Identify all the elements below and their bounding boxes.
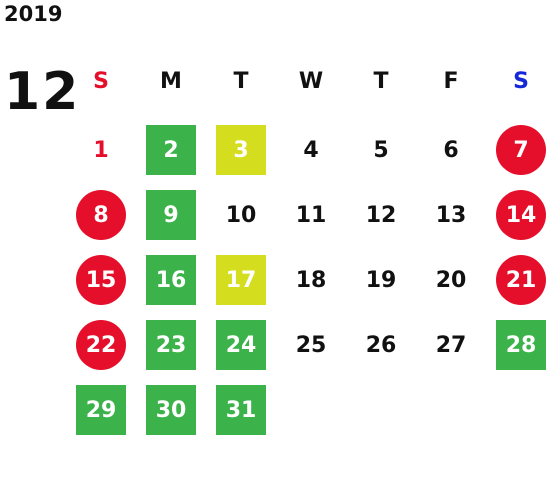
day-cell[interactable]: 4 (303, 137, 319, 163)
day-cell[interactable]: 22 (76, 320, 126, 370)
day-cell[interactable]: 9 (146, 190, 196, 240)
day-cell[interactable]: 27 (435, 332, 467, 358)
day-cell[interactable]: 18 (295, 267, 327, 293)
day-cell[interactable]: 1 (93, 137, 109, 163)
day-cell[interactable]: 10 (225, 202, 257, 228)
day-cell[interactable]: 24 (216, 320, 266, 370)
day-cell[interactable]: 8 (76, 190, 126, 240)
weekday-header: T (233, 68, 249, 94)
day-cell[interactable]: 11 (295, 202, 327, 228)
day-cell[interactable]: 14 (496, 190, 546, 240)
day-cell[interactable]: 7 (496, 125, 546, 175)
day-cell[interactable]: 3 (216, 125, 266, 175)
weekday-header: S (513, 68, 529, 94)
day-cell[interactable]: 15 (76, 255, 126, 305)
day-cell[interactable]: 5 (373, 137, 389, 163)
calendar-year: 2019 (4, 2, 63, 26)
day-cell[interactable]: 6 (443, 137, 459, 163)
day-cell[interactable]: 20 (435, 267, 467, 293)
day-cell[interactable]: 28 (496, 320, 546, 370)
day-cell[interactable]: 2 (146, 125, 196, 175)
calendar-month: 12 (4, 62, 81, 122)
day-cell[interactable]: 19 (365, 267, 397, 293)
weekday-header: F (443, 68, 459, 94)
day-cell[interactable]: 25 (295, 332, 327, 358)
day-cell[interactable]: 23 (146, 320, 196, 370)
day-cell[interactable]: 17 (216, 255, 266, 305)
day-cell[interactable]: 12 (365, 202, 397, 228)
weekday-header: S (93, 68, 109, 94)
weekday-header: W (298, 68, 324, 94)
weekday-header: T (373, 68, 389, 94)
day-cell[interactable]: 16 (146, 255, 196, 305)
day-cell[interactable]: 30 (146, 385, 196, 435)
day-cell[interactable]: 29 (76, 385, 126, 435)
day-cell[interactable]: 13 (435, 202, 467, 228)
day-cell[interactable]: 31 (216, 385, 266, 435)
weekday-header: M (160, 68, 182, 94)
day-cell[interactable]: 21 (496, 255, 546, 305)
day-cell[interactable]: 26 (365, 332, 397, 358)
